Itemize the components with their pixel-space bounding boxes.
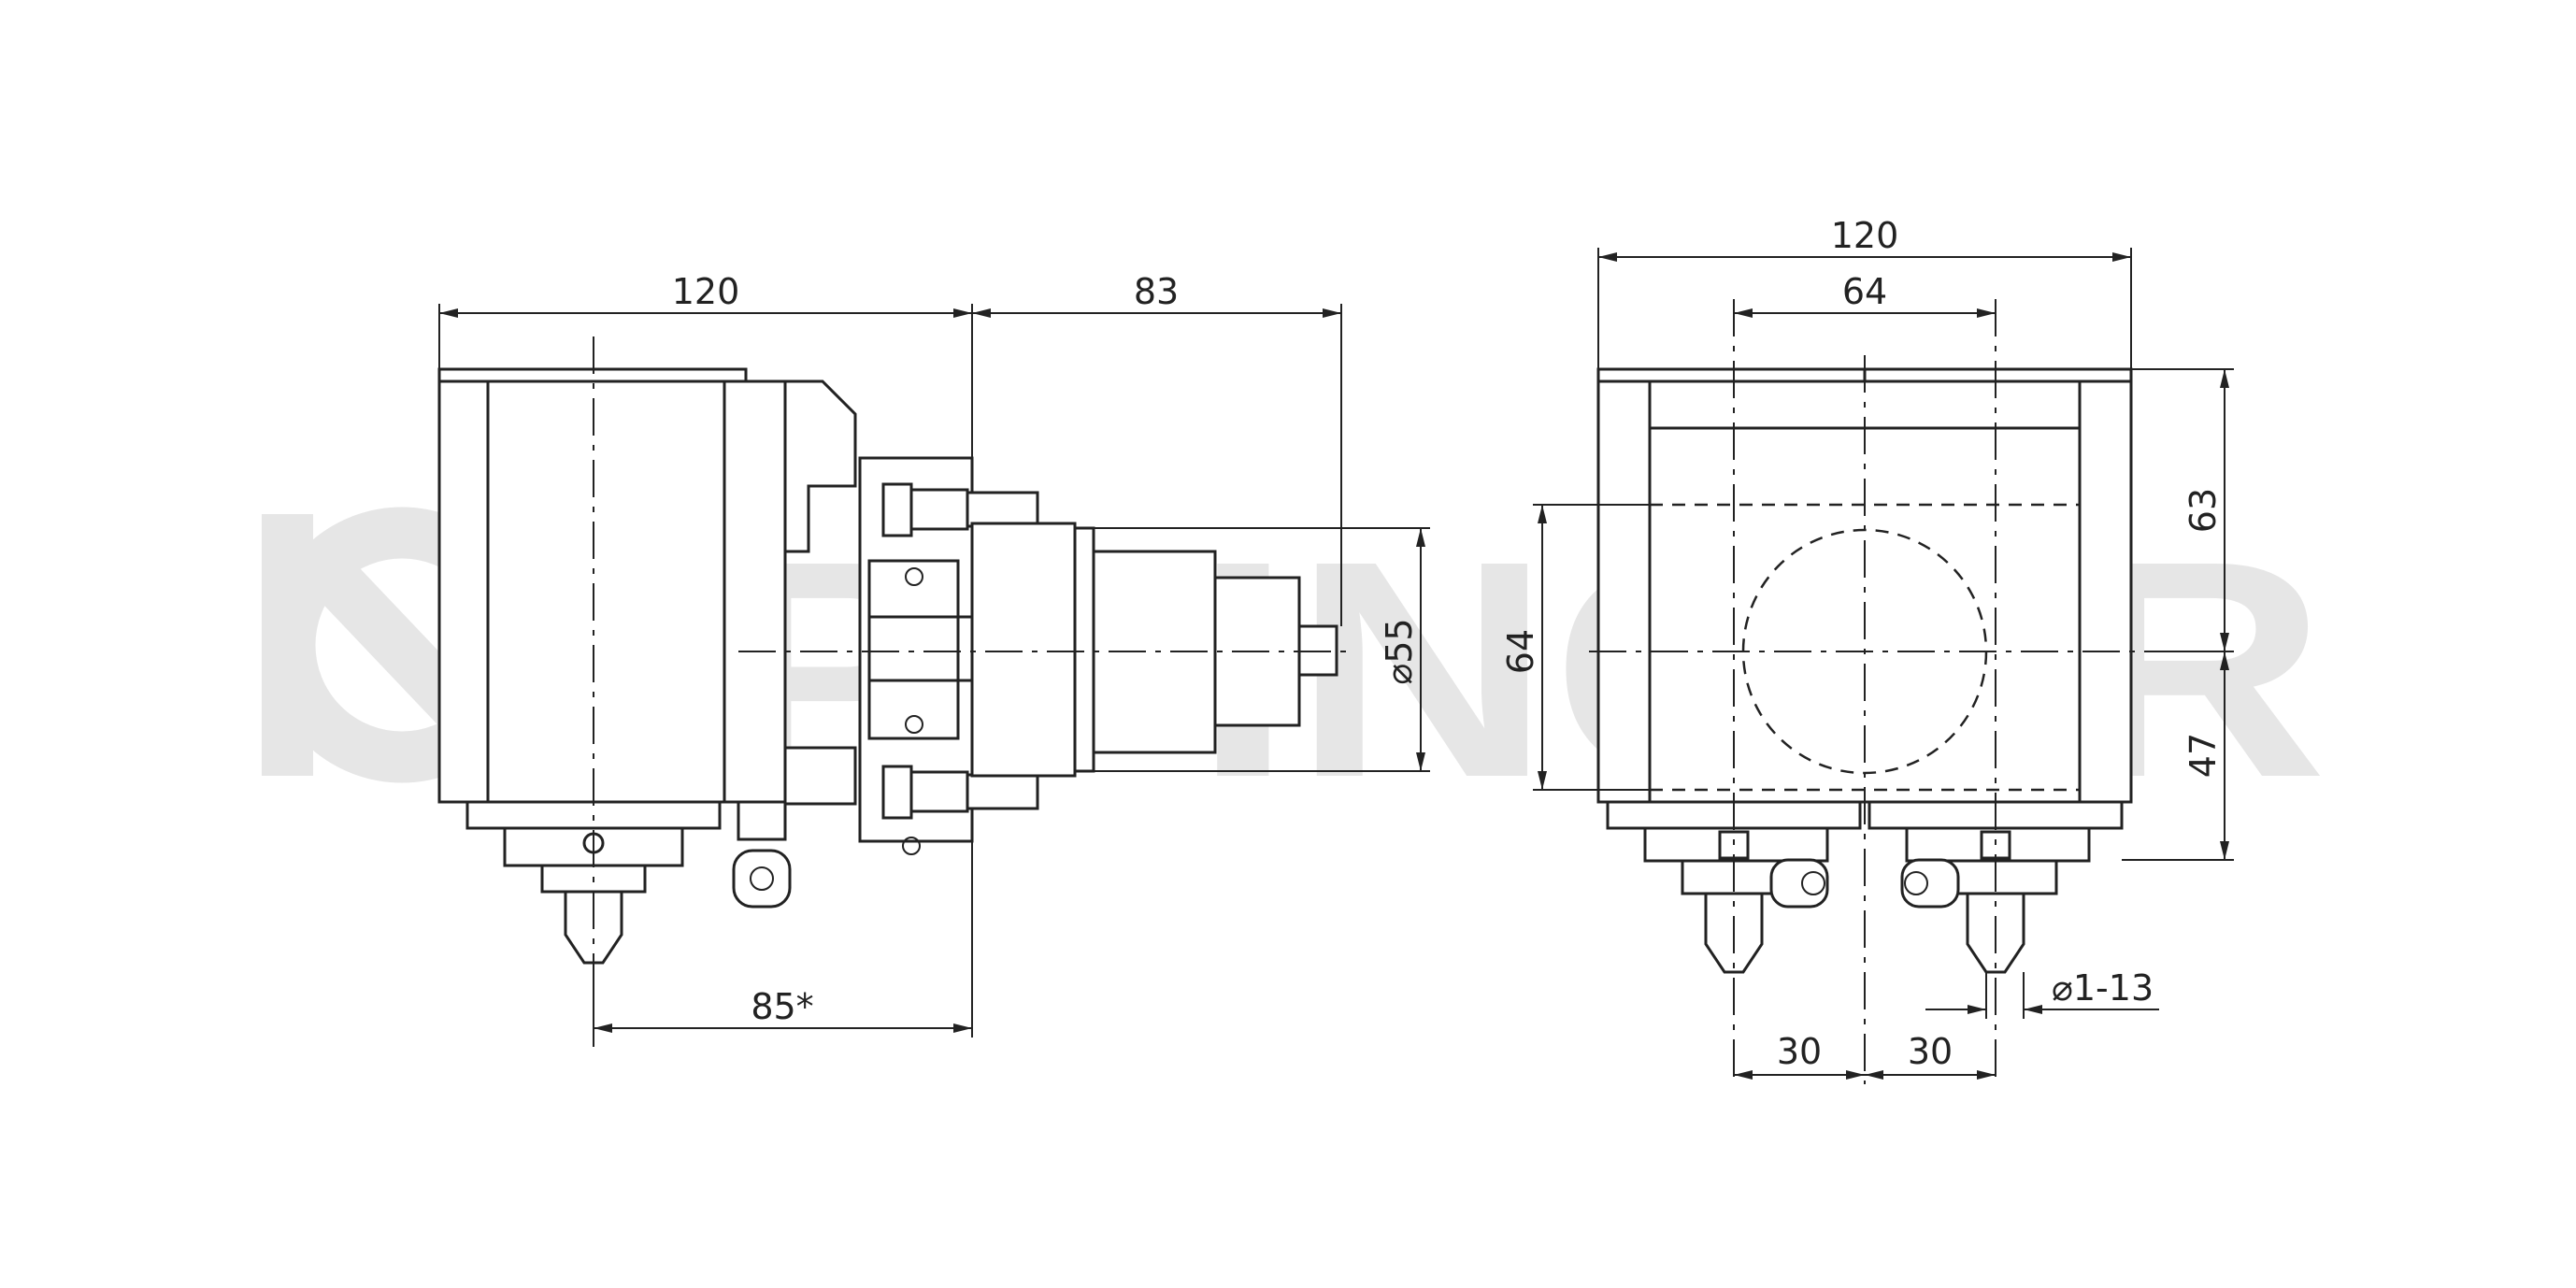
dim-left-offset: 30: [1777, 1031, 1822, 1072]
dim-tool-range: ⌀1-13: [2052, 967, 2154, 1009]
dim-center-distance: 64: [1842, 271, 1887, 312]
dim-offset: 85*: [751, 986, 813, 1027]
dim-side-width: 120: [672, 271, 740, 312]
dim-flange-height: 64: [1500, 629, 1541, 674]
dim-spindle-length: 83: [1134, 271, 1179, 312]
side-view: 120 83 ⌀55 85*: [437, 271, 1430, 1047]
dim-diameter: ⌀55: [1379, 618, 1420, 684]
front-view: 120 64 63 47 64 30 30 ⌀1-13: [1500, 215, 2234, 1084]
dim-right-offset: 30: [1908, 1031, 1953, 1072]
dim-height-upper: 63: [2182, 488, 2224, 533]
dim-height-lower: 47: [2182, 733, 2224, 778]
dim-front-width: 120: [1831, 215, 1899, 256]
